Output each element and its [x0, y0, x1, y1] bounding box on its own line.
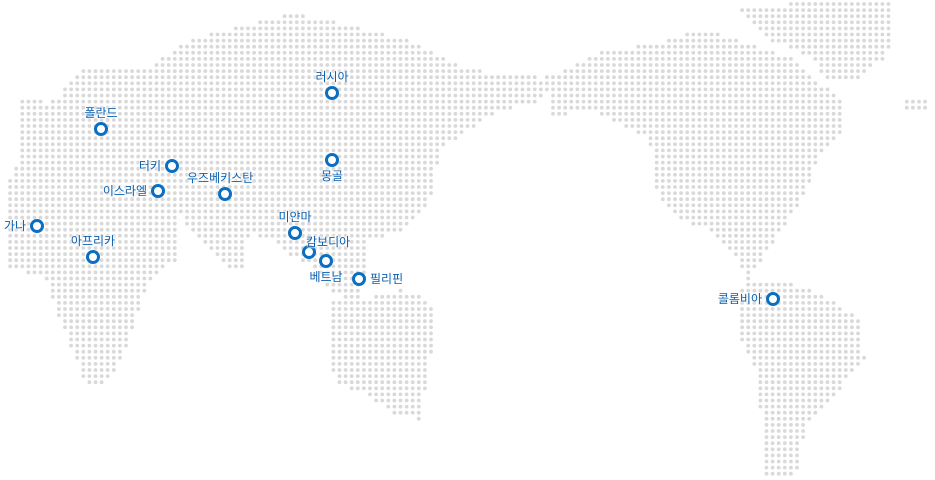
marker-label-myanmar: 미얀마	[278, 210, 312, 224]
location-pin-icon[interactable]	[352, 272, 366, 286]
marker-label-russia: 러시아	[315, 70, 349, 84]
location-pin-icon[interactable]	[319, 254, 333, 268]
marker-label-uzbekistan: 우즈베키스탄	[187, 171, 254, 185]
marker-label-cambodia: 캄보디아	[306, 235, 351, 249]
location-pin-icon[interactable]	[151, 184, 165, 198]
marker-label-turkey: 터키	[138, 159, 161, 173]
location-pin-icon[interactable]	[86, 250, 100, 264]
location-pin-icon[interactable]	[165, 159, 179, 173]
location-pin-icon[interactable]	[302, 245, 316, 259]
marker-label-colombia: 콜롬비아	[717, 292, 762, 306]
marker-label-poland: 폴란드	[84, 106, 118, 120]
marker-label-ghana: 가나	[3, 219, 26, 233]
marker-label-africa: 아프리카	[70, 234, 116, 248]
location-pin-icon[interactable]	[288, 226, 302, 240]
marker-label-philippines: 필리핀	[370, 272, 404, 286]
location-pin-icon[interactable]	[325, 86, 339, 100]
marker-label-israel: 이스라엘	[102, 184, 147, 198]
location-pin-icon[interactable]	[766, 292, 780, 306]
location-pin-icon[interactable]	[30, 219, 44, 233]
location-pin-icon[interactable]	[325, 153, 339, 167]
marker-label-mongolia: 몽골	[320, 169, 344, 183]
marker-label-vietnam: 베트남	[309, 270, 343, 284]
location-pin-icon[interactable]	[94, 122, 108, 136]
location-pin-icon[interactable]	[218, 187, 232, 201]
